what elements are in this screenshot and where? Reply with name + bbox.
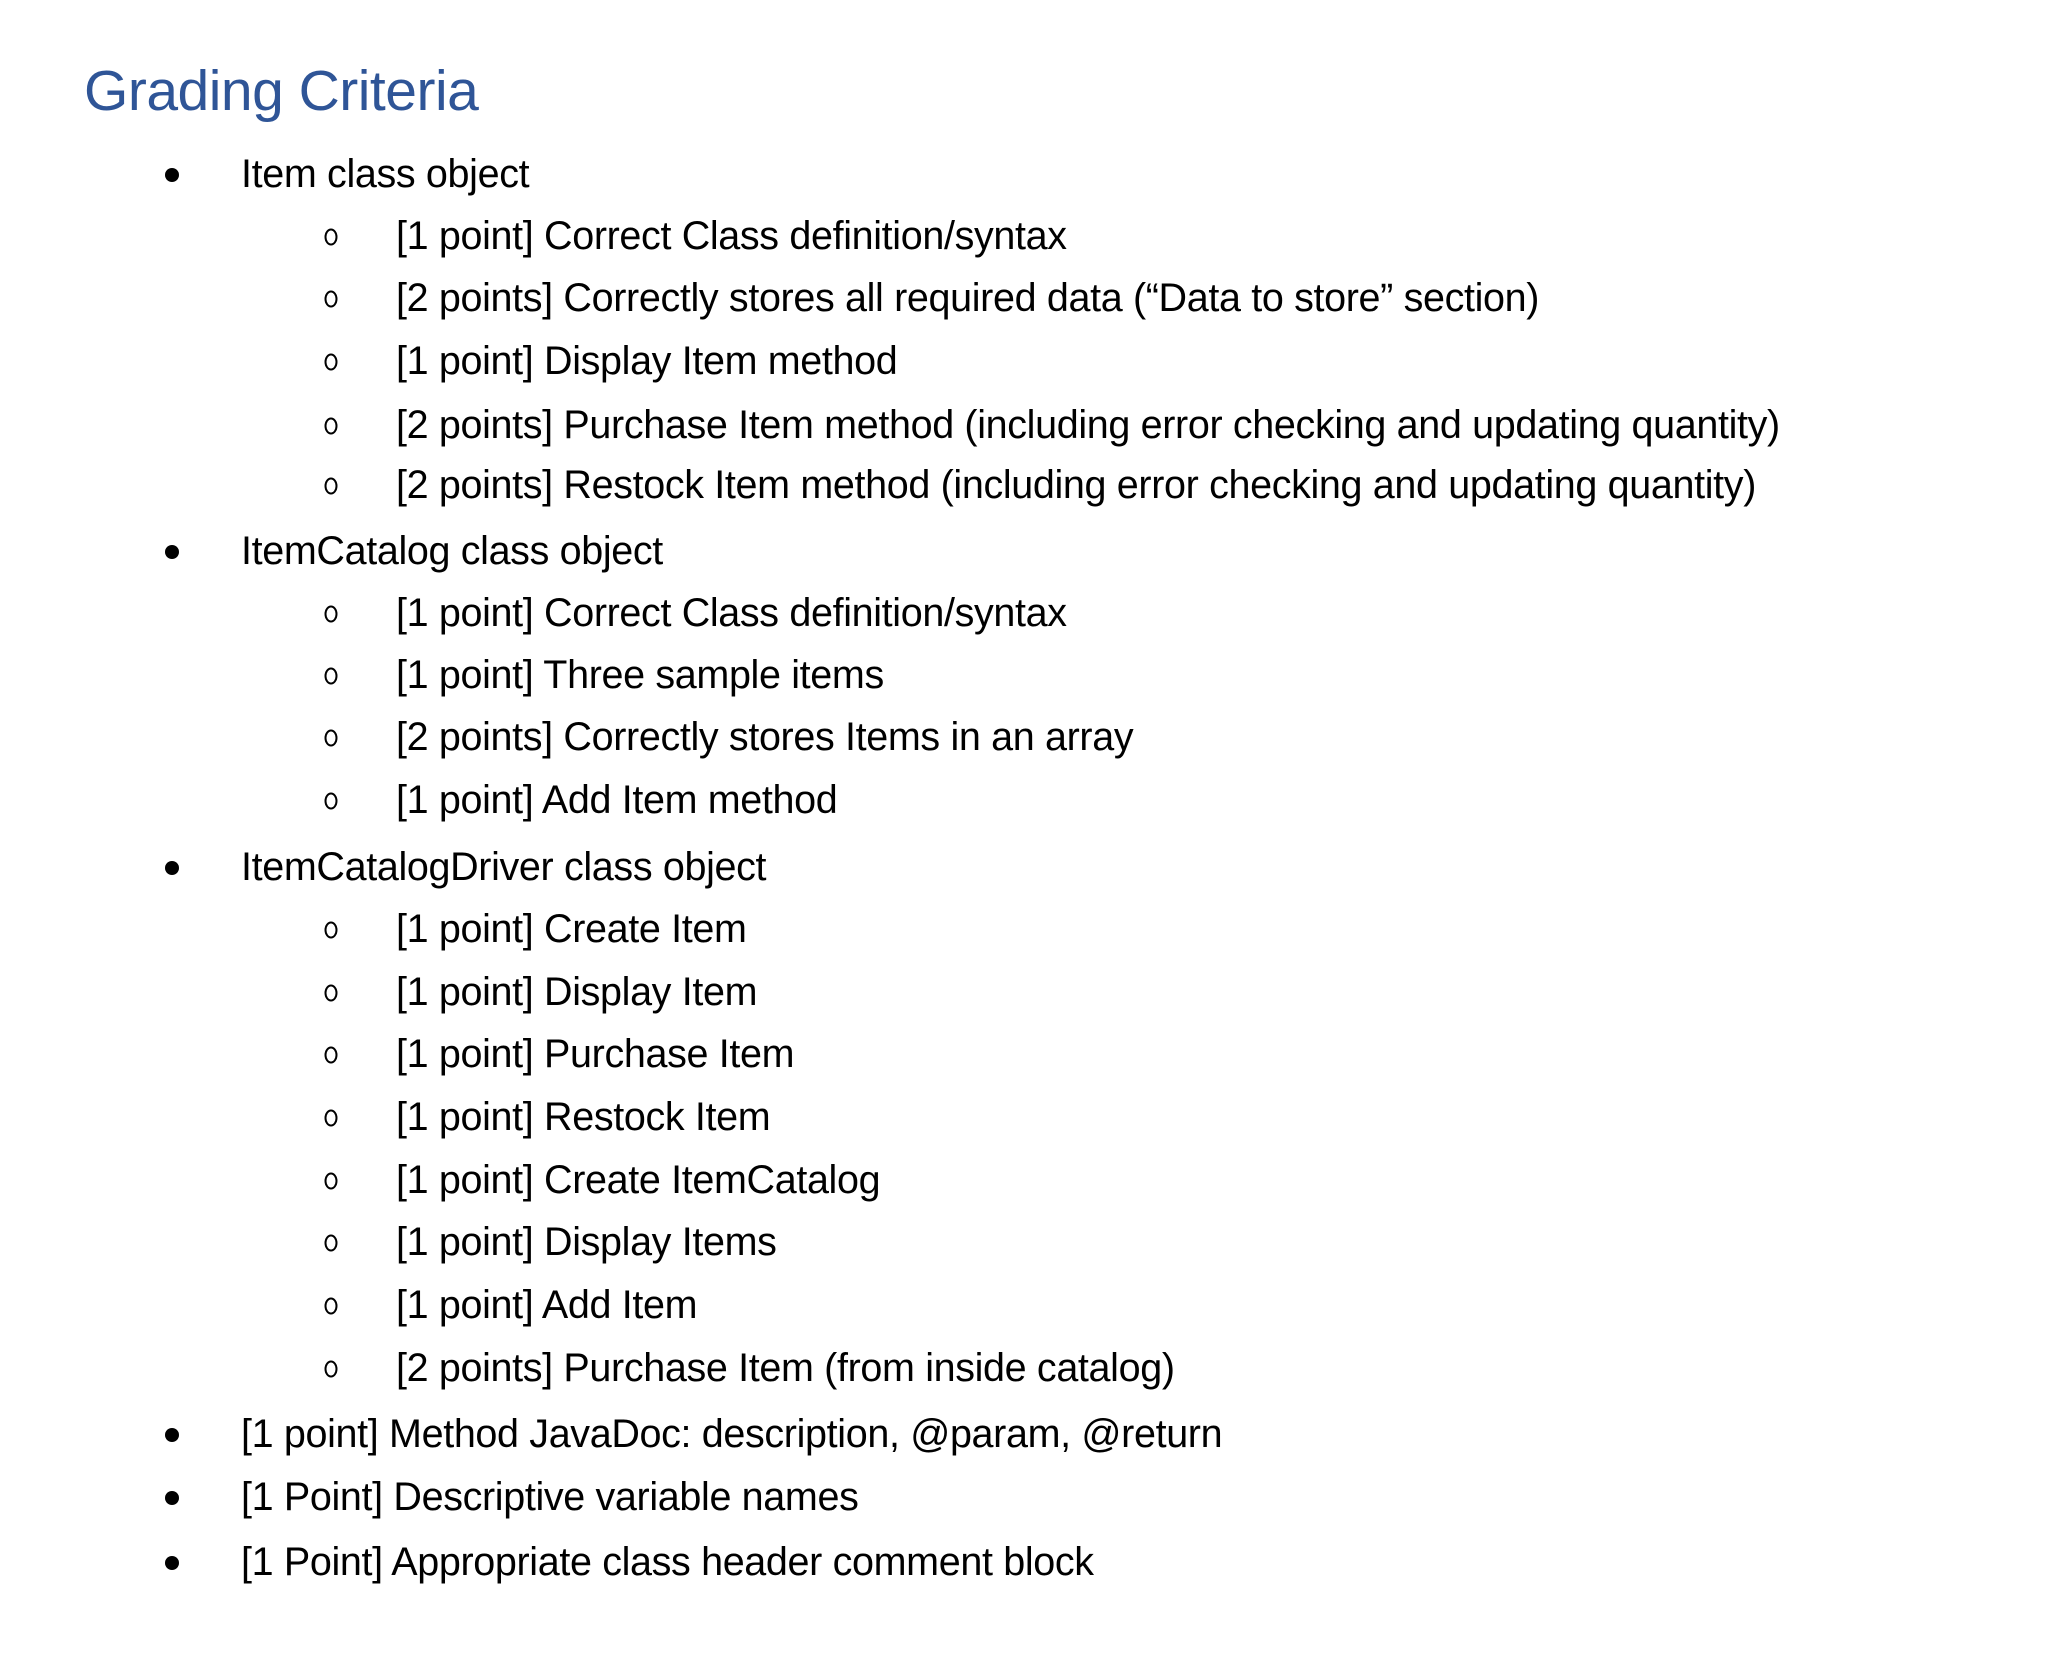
bullet-hollow-icon [324, 228, 338, 246]
list-item-section-itemcatalog: ItemCatalog class object [0, 524, 2046, 580]
bullet-hollow-icon [324, 1234, 338, 1252]
list-subitem: [1 point] Display Item method [0, 334, 2046, 390]
page-title: Grading Criteria [84, 59, 479, 123]
list-subitem: [1 point] Display Item [0, 965, 2046, 1021]
criterion-text: [2 points] Correctly stores Items in an … [396, 715, 1134, 760]
criterion-text: [1 point] Correct Class definition/synta… [396, 591, 1067, 636]
list-item-section-item: Item class object [0, 147, 2046, 203]
bullet-filled-icon [165, 168, 179, 182]
criterion-text: [1 point] Create Item [396, 907, 747, 952]
bullet-hollow-icon [324, 417, 338, 435]
list-subitem: [1 point] Restock Item [0, 1090, 2046, 1146]
bullet-filled-icon [165, 1428, 179, 1442]
bullet-hollow-icon [324, 667, 338, 685]
bullet-hollow-icon [324, 477, 338, 495]
list-subitem: [1 point] Add Item method [0, 773, 2046, 829]
list-subitem: [2 points] Restock Item method (includin… [0, 458, 2046, 514]
section-label: ItemCatalogDriver class object [241, 845, 767, 890]
criterion-text: [2 points] Purchase Item (from inside ca… [396, 1346, 1175, 1391]
bullet-hollow-icon [324, 984, 338, 1002]
bullet-hollow-icon [324, 290, 338, 308]
criterion-text: [2 points] Purchase Item method (includi… [396, 403, 1780, 448]
bullet-hollow-icon [324, 729, 338, 747]
criterion-text: [2 points] Correctly stores all required… [396, 276, 1540, 321]
bullet-hollow-icon [324, 1360, 338, 1378]
section-label: ItemCatalog class object [241, 529, 663, 574]
list-item-variable-names: [1 Point] Descriptive variable names [0, 1470, 2046, 1526]
list-subitem: [1 point] Correct Class definition/synta… [0, 586, 2046, 642]
bullet-filled-icon [165, 545, 179, 559]
criterion-text: [1 point] Purchase Item [396, 1032, 795, 1077]
criterion-text: [1 point] Correct Class definition/synta… [396, 214, 1067, 259]
criterion-text: [1 point] Create ItemCatalog [396, 1158, 881, 1203]
section-label: Item class object [241, 152, 530, 197]
list-subitem: [1 point] Three sample items [0, 648, 2046, 704]
criterion-text: [1 point] Add Item method [396, 778, 838, 823]
criterion-text: [1 point] Display Item method [396, 339, 898, 384]
list-subitem: [1 point] Create ItemCatalog [0, 1153, 2046, 1209]
criterion-text: [1 Point] Descriptive variable names [241, 1475, 859, 1520]
criterion-text: [1 point] Display Item [396, 970, 758, 1015]
criterion-text: [1 point] Display Items [396, 1220, 777, 1265]
list-subitem: [1 point] Purchase Item [0, 1027, 2046, 1083]
criterion-text: [1 point] Add Item [396, 1283, 698, 1328]
criterion-text: [1 point] Method JavaDoc: description, @… [241, 1412, 1223, 1457]
criterion-text: [1 Point] Appropriate class header comme… [241, 1540, 1094, 1585]
list-subitem: [2 points] Correctly stores all required… [0, 271, 2046, 327]
list-subitem: [2 points] Correctly stores Items in an … [0, 710, 2046, 766]
bullet-hollow-icon [324, 792, 338, 810]
bullet-hollow-icon [324, 353, 338, 371]
bullet-hollow-icon [324, 1297, 338, 1315]
bullet-hollow-icon [324, 1172, 338, 1190]
bullet-filled-icon [165, 861, 179, 875]
list-subitem: [2 points] Purchase Item (from inside ca… [0, 1341, 2046, 1397]
bullet-hollow-icon [324, 605, 338, 623]
list-item-section-itemcatalogdriver: ItemCatalogDriver class object [0, 840, 2046, 896]
list-item-header-comment: [1 Point] Appropriate class header comme… [0, 1535, 2046, 1591]
bullet-filled-icon [165, 1556, 179, 1570]
list-subitem: [1 point] Correct Class definition/synta… [0, 209, 2046, 265]
criterion-text: [1 point] Three sample items [396, 653, 884, 698]
list-subitem: [1 point] Create Item [0, 902, 2046, 958]
list-subitem: [2 points] Purchase Item method (includi… [0, 398, 2046, 454]
criterion-text: [1 point] Restock Item [396, 1095, 771, 1140]
bullet-filled-icon [165, 1491, 179, 1505]
list-subitem: [1 point] Display Items [0, 1215, 2046, 1271]
bullet-hollow-icon [324, 921, 338, 939]
list-item-javadoc: [1 point] Method JavaDoc: description, @… [0, 1407, 2046, 1463]
bullet-hollow-icon [324, 1109, 338, 1127]
list-subitem: [1 point] Add Item [0, 1278, 2046, 1334]
criterion-text: [2 points] Restock Item method (includin… [396, 463, 1757, 508]
bullet-hollow-icon [324, 1046, 338, 1064]
